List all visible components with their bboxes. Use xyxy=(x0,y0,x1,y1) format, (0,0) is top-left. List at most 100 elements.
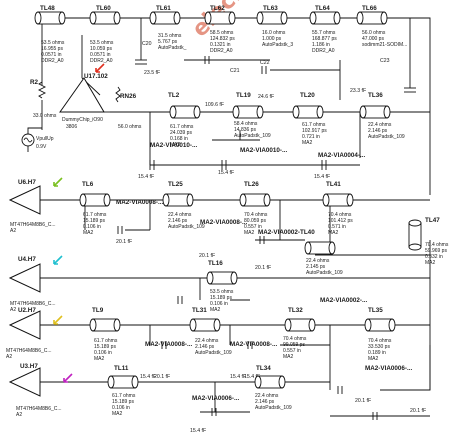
tl9: TL9 61.7 ohms 15.189 ps 0.106 in MA2 xyxy=(89,307,121,362)
svg-text:22.4 ohms: 22.4 ohms xyxy=(168,212,192,218)
svg-text:99.059 ps: 99.059 ps xyxy=(283,342,305,348)
svg-text:AutoPadstk_109: AutoPadstk_109 xyxy=(255,405,292,411)
svg-text:C22: C22 xyxy=(260,60,270,66)
tl62: TL62 58.5 ohms 124.832 ps 0.1321 in DDR2… xyxy=(204,5,236,54)
svg-text:0.189 in: 0.189 in xyxy=(368,350,386,356)
tl47: TL47 70.4 ohms 59.969 ps 0.332 in MA2 xyxy=(408,217,449,266)
receiver-u2: U2.H7 MT47H64M8B6_C... A2 xyxy=(6,307,63,360)
resistor-rn26: RN26 56.0 ohms xyxy=(115,86,142,130)
svg-text:MT47H64M8B6_C...: MT47H64M8B6_C... xyxy=(16,406,62,412)
svg-text:2.146 ps: 2.146 ps xyxy=(368,128,388,134)
svg-text:MA2: MA2 xyxy=(112,411,123,417)
svg-text:58.5 ohms: 58.5 ohms xyxy=(210,30,234,36)
svg-text:15.189 ps: 15.189 ps xyxy=(94,344,116,350)
svg-text:TL66: TL66 xyxy=(362,5,377,12)
svg-text:DDR2_A0: DDR2_A0 xyxy=(312,48,335,54)
svg-text:15.4 fF: 15.4 fF xyxy=(244,374,260,380)
svg-text:TL36: TL36 xyxy=(368,92,383,99)
svg-text:MA2: MA2 xyxy=(83,230,94,236)
via-label: MA2-VIA0008-... xyxy=(200,219,247,226)
cap-value: 109.6 fF xyxy=(205,102,224,108)
svg-text:59.969 ps: 59.969 ps xyxy=(425,248,447,254)
via-label: MA2-VIA0008-... xyxy=(230,341,277,348)
via-label: MA2-VIA0004-... xyxy=(318,152,365,159)
tl64: TL64 55.7 ohms 168.877 ps 1.186 in DDR2_… xyxy=(309,5,341,54)
voltage-source: VpullUp 0.9V xyxy=(21,127,54,152)
capacitor-c22: C22 24.6 fF xyxy=(258,60,274,100)
svg-text:53.5 ohms: 53.5 ohms xyxy=(41,40,65,46)
svg-text:22.4 ohms: 22.4 ohms xyxy=(306,258,330,264)
svg-text:RN26: RN26 xyxy=(120,93,137,100)
svg-text:102.917 ps: 102.917 ps xyxy=(302,128,327,134)
receiver-u3: U3.H7 MT47H64M8B6_C... A2 xyxy=(8,363,73,418)
tl36: TL36 22.4 ohms 2.146 ps AutoPadstk_109 xyxy=(359,92,405,140)
svg-text:55.7 ohms: 55.7 ohms xyxy=(312,30,336,36)
svg-text:A2: A2 xyxy=(10,228,16,234)
capacitor-c23: C23 23.3 fF xyxy=(350,58,416,94)
svg-text:TL19: TL19 xyxy=(236,92,251,99)
svg-text:22.4 ohms: 22.4 ohms xyxy=(368,122,392,128)
svg-text:AutoPadstk_109: AutoPadstk_109 xyxy=(306,270,343,276)
svg-text:56.0 ohms: 56.0 ohms xyxy=(362,30,386,36)
svg-text:0.106 in: 0.106 in xyxy=(94,350,112,356)
svg-text:20.1 fF: 20.1 fF xyxy=(410,408,426,414)
svg-text:0.0571 in: 0.0571 in xyxy=(90,52,111,58)
svg-text:DummyChip_iO90: DummyChip_iO90 xyxy=(62,117,103,123)
svg-text:2.146 ps: 2.146 ps xyxy=(255,399,275,405)
tl11: TL11 61.7 ohms 15.189 ps 0.106 in MA2 xyxy=(107,365,139,417)
svg-text:61.7 ohms: 61.7 ohms xyxy=(170,124,194,130)
svg-text:C20: C20 xyxy=(142,41,152,47)
svg-text:5.767 ps: 5.767 ps xyxy=(158,39,178,45)
via-label: MA2-VIA0008-... xyxy=(145,341,192,348)
svg-text:TL32: TL32 xyxy=(288,307,303,314)
svg-text:TL63: TL63 xyxy=(263,5,278,12)
svg-text:20.1 fF: 20.1 fF xyxy=(199,253,215,259)
svg-text:MT47H64M8B6_C...: MT47H64M8B6_C... xyxy=(10,222,56,228)
tl61: TL61 31.5 ohms 5.767 ps AutoPadstk_ xyxy=(149,5,187,51)
svg-text:168.877 ps: 168.877 ps xyxy=(312,36,337,42)
capacitor-row5: 20.1 fF 15.4 fF 20.1 fF xyxy=(154,341,371,404)
svg-text:70.4 ohms: 70.4 ohms xyxy=(244,212,268,218)
svg-text:61.7 ohms: 61.7 ohms xyxy=(94,338,118,344)
svg-text:VpullUp: VpullUp xyxy=(36,136,54,142)
svg-text:20.1 fF: 20.1 fF xyxy=(355,398,371,404)
svg-text:TL20: TL20 xyxy=(300,92,315,99)
svg-text:0.1321 in: 0.1321 in xyxy=(210,42,231,48)
svg-text:0.106 in: 0.106 in xyxy=(83,224,101,230)
svg-text:15.4 fF: 15.4 fF xyxy=(190,428,206,434)
svg-text:56.0 ohms: 56.0 ohms xyxy=(118,124,142,130)
svg-text:15.189 ps: 15.189 ps xyxy=(210,295,232,301)
via-label: MA2-VIA0002-TL40 xyxy=(258,229,315,236)
svg-text:2.146 ps: 2.146 ps xyxy=(195,344,215,350)
svg-text:TL61: TL61 xyxy=(156,5,171,12)
svg-text:TL47: TL47 xyxy=(425,217,440,224)
tl40: 22.4 ohms 2.145 ps AutoPadstk_109 xyxy=(304,241,343,276)
svg-text:3806: 3806 xyxy=(66,124,77,130)
tl32: TL32 70.4 ohms 99.059 ps 0.557 in MA2 xyxy=(283,307,316,360)
svg-text:A2: A2 xyxy=(6,354,12,360)
tl16: TL16 53.5 ohms 15.189 ps 0.106 in MA2 xyxy=(206,260,238,313)
svg-text:0.106 in: 0.106 in xyxy=(210,301,228,307)
svg-text:AutoPadstk_109: AutoPadstk_109 xyxy=(234,133,271,139)
svg-text:61.7 ohms: 61.7 ohms xyxy=(83,212,107,218)
svg-text:20.1 fF: 20.1 fF xyxy=(255,265,271,271)
svg-text:TL31: TL31 xyxy=(192,307,207,314)
svg-text:TL35: TL35 xyxy=(368,307,383,314)
svg-text:A2: A2 xyxy=(10,307,16,313)
svg-text:16.0 ohms: 16.0 ohms xyxy=(262,30,286,36)
tl60: TL60 53.5 ohms 10.059 ps 0.0571 in DDR2_… xyxy=(89,5,121,64)
svg-text:15.4 fF: 15.4 fF xyxy=(314,174,330,180)
svg-text:TL34: TL34 xyxy=(256,365,271,372)
svg-text:24.039 ps: 24.039 ps xyxy=(170,130,192,136)
svg-text:23.5 fF: 23.5 fF xyxy=(144,70,160,76)
svg-text:80.059 ps: 80.059 ps xyxy=(244,218,266,224)
svg-text:53.5 ohms: 53.5 ohms xyxy=(90,40,114,46)
svg-text:15.4 fF: 15.4 fF xyxy=(218,170,234,176)
svg-text:A2: A2 xyxy=(16,412,22,418)
tl26: TL26 70.4 ohms 80.059 ps 0.557 in MA2 xyxy=(239,181,271,236)
via-label: MA2-VIA0002-... xyxy=(320,297,367,304)
driver-u17: U17.102 DummyChip_iO90 3806 xyxy=(59,63,108,130)
svg-text:10.059 ps: 10.059 ps xyxy=(90,46,112,52)
svg-text:MA2: MA2 xyxy=(302,140,313,146)
